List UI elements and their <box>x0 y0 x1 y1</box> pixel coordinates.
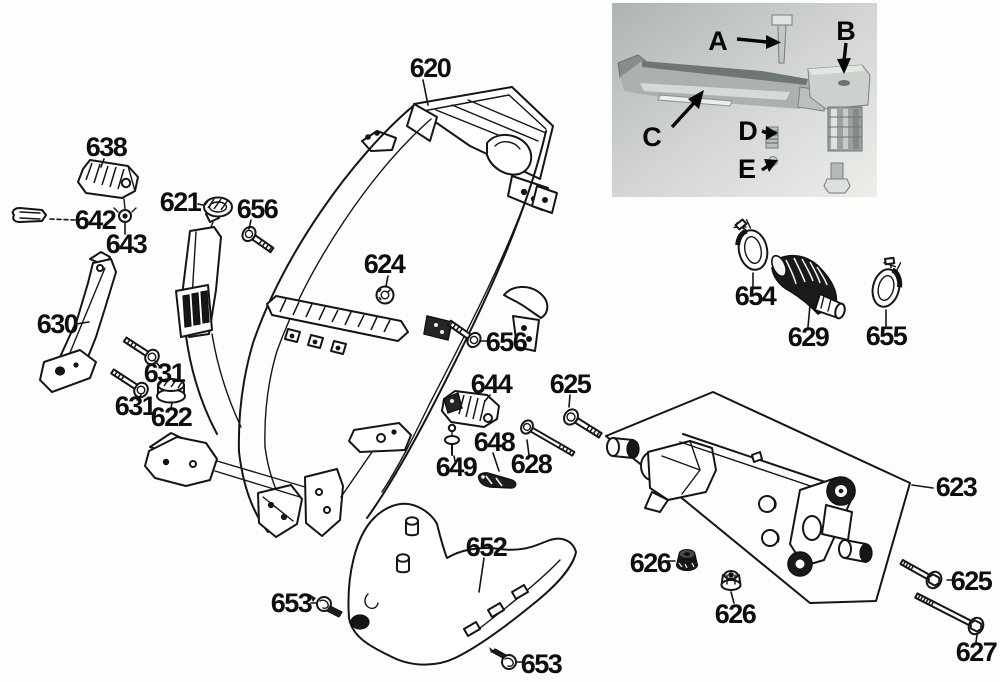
callout-628: 628 <box>511 449 553 479</box>
inset-photo: A B C D E <box>612 3 877 197</box>
part-624-grommet <box>375 285 395 305</box>
part-630-side-stand <box>39 251 117 393</box>
part-644-foot-peg <box>441 390 500 428</box>
callout-652: 652 <box>466 532 507 562</box>
callout-625-center: 625 <box>550 369 592 399</box>
part-653-screw-left <box>309 594 343 618</box>
callout-629: 629 <box>788 322 830 352</box>
callout-labels: 620 638 642 643 621 656 624 656 630 631 … <box>37 53 999 679</box>
inset-callout-d: D <box>738 116 758 146</box>
part-648-stay-rubber <box>477 472 517 489</box>
part-623-engine-hanger-assembly <box>605 391 911 604</box>
callout-622: 622 <box>151 402 192 432</box>
inset-callout-a: A <box>708 26 728 56</box>
callout-656-upper: 656 <box>237 194 279 224</box>
part-622-grommet <box>156 378 186 404</box>
callout-649: 649 <box>436 452 478 482</box>
callout-620: 620 <box>410 53 451 83</box>
callout-621: 621 <box>160 187 202 217</box>
inset-callout-b: B <box>836 16 856 46</box>
callout-631-lower: 631 <box>115 391 157 421</box>
part-620-frame-body <box>144 86 558 538</box>
inset-callout-c: C <box>642 122 662 152</box>
callout-626-center: 626 <box>715 599 757 629</box>
callout-642: 642 <box>75 205 116 235</box>
part-621-cap <box>203 196 233 218</box>
part-652-under-cover <box>347 502 577 666</box>
callout-625-right: 625 <box>951 566 993 596</box>
callout-648: 648 <box>474 427 516 457</box>
part-654-band-clamp <box>733 218 769 271</box>
callout-627: 627 <box>956 637 997 667</box>
inset-callout-arrows <box>670 35 851 172</box>
callout-626-left: 626 <box>630 548 672 578</box>
callout-643: 643 <box>106 229 148 259</box>
callout-656-lower: 656 <box>486 327 528 357</box>
part-656-bolt-upper <box>241 225 275 254</box>
inset-callout-e: E <box>738 154 756 184</box>
part-649-pin <box>444 423 460 456</box>
callout-653-left: 653 <box>271 588 313 618</box>
callout-653-bottom: 653 <box>521 649 563 679</box>
part-626-nut-center <box>720 570 742 591</box>
callout-655: 655 <box>866 321 908 351</box>
part-653-screw-bottom <box>489 647 517 670</box>
callout-631-upper: 631 <box>144 358 186 388</box>
part-629-air-duct <box>771 254 846 320</box>
part-655-band-clamp <box>871 256 903 308</box>
part-628-bolt <box>520 419 576 457</box>
part-627-bolt <box>914 592 985 636</box>
callout-638: 638 <box>86 132 128 162</box>
part-626-nut-left <box>675 549 699 571</box>
callout-623: 623 <box>936 472 978 502</box>
part-625-bolt-center <box>563 408 603 439</box>
part-643-joint-pin <box>113 198 137 223</box>
callout-624: 624 <box>364 249 406 279</box>
part-625-bolt-right <box>899 558 943 590</box>
callout-654: 654 <box>735 281 777 311</box>
callout-leader-lines <box>49 79 978 663</box>
part-656-bolt-lower <box>446 319 482 349</box>
callout-630: 630 <box>37 309 78 339</box>
part-638-foot-peg <box>77 159 139 199</box>
part-631-bolt-lower <box>110 368 149 399</box>
part-642-lock-pin <box>11 207 47 223</box>
callout-644: 644 <box>471 369 513 399</box>
